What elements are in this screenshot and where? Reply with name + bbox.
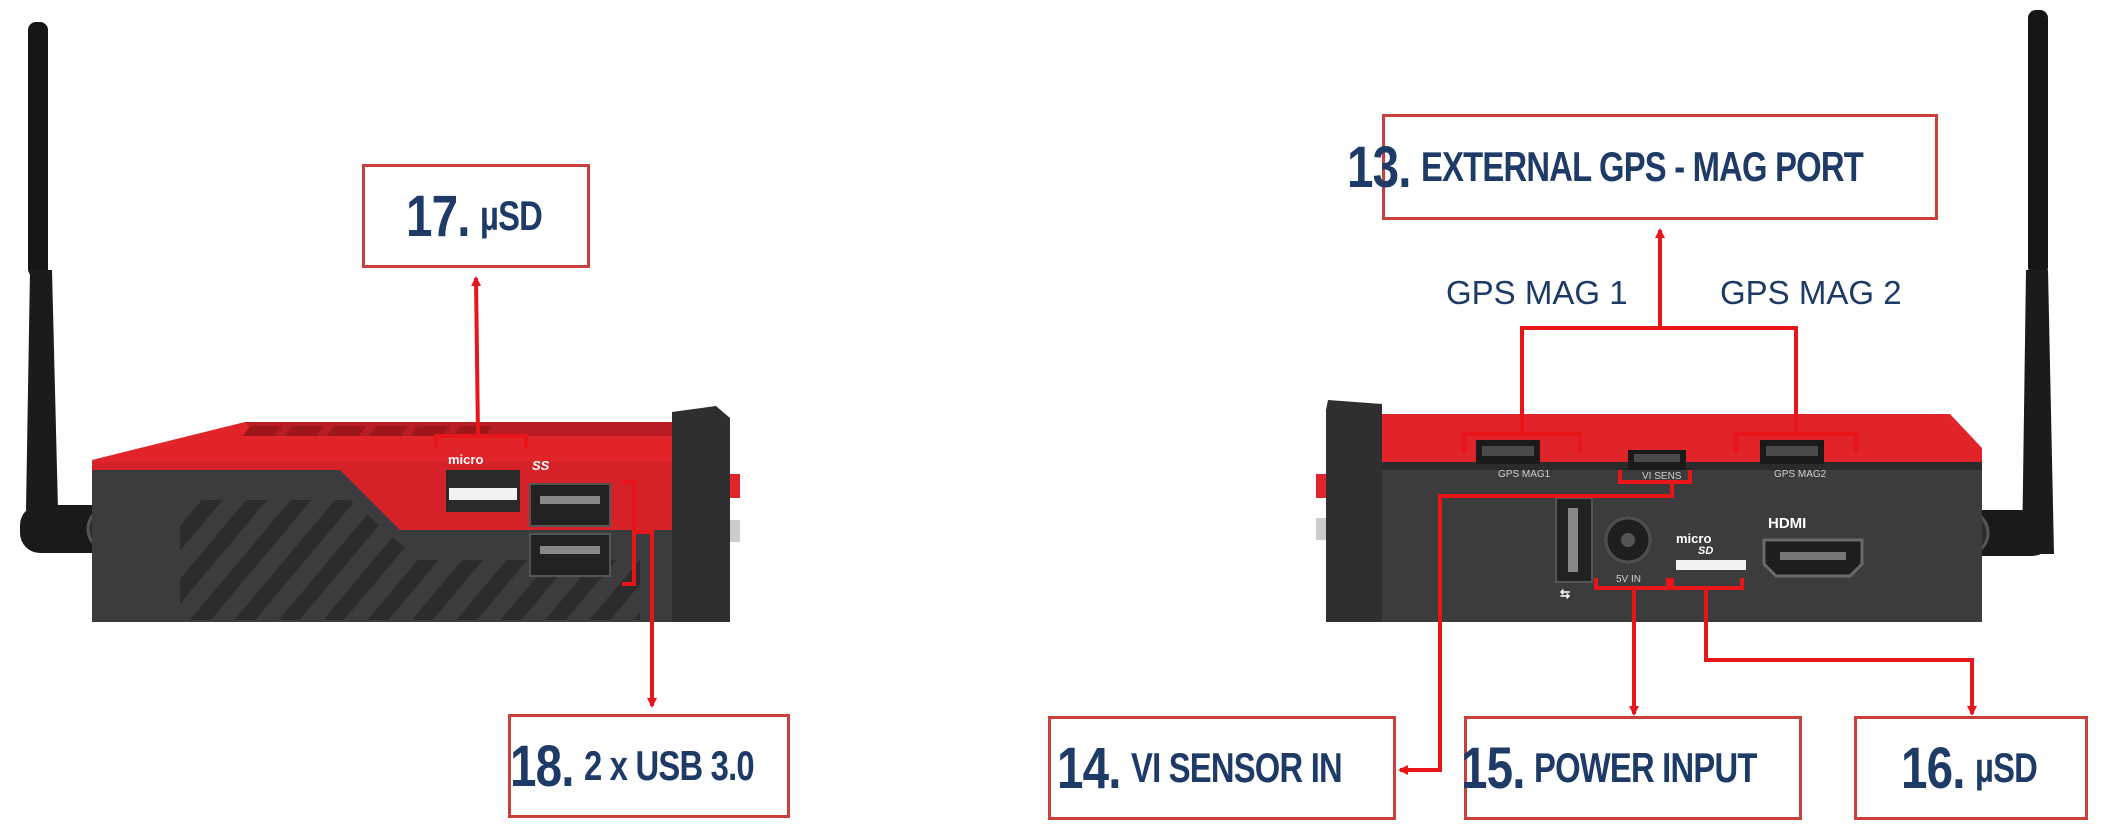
right-microsd-slot: micro SD [1676,531,1746,570]
callout-number: 17. [406,183,471,249]
callout-text: VI SENSOR IN [1130,744,1343,791]
callout-15-power-input: 15. POWER INPUT [1460,716,1802,820]
left-usb-ss-logo: SS [532,458,550,473]
svg-text:VI SENS: VI SENS [1642,471,1682,482]
callout-number: 15. [1460,735,1525,801]
callout-text: µSD [1975,744,2038,791]
gps-mag2-port: GPS MAG2 [1760,440,1827,480]
right-device: GPS MAG1 VI SENS GPS MAG2 ⇆ 5V IN micro … [1316,10,2054,622]
gps-mag-2-label: GPS MAG 2 [1720,274,1902,311]
gps-mag1-port: GPS MAG1 [1476,440,1551,480]
left-usb-port-lower [529,533,611,577]
svg-text:micro: micro [1676,531,1711,546]
callout-17-microsd-left: 17. µSD [362,164,590,268]
right-dark-body [1382,462,1982,622]
gps-mag-1-label: GPS MAG 1 [1446,274,1628,311]
left-usb-port-upper [529,483,611,527]
svg-text:GPS MAG2: GPS MAG2 [1774,469,1827,480]
left-device: micro SS [20,22,740,622]
right-endcap [1326,400,1382,622]
left-microsd-logo: micro [448,452,483,467]
callout-18-usb3: 18. 2 x USB 3.0 [508,714,790,818]
left-endcap [672,406,730,622]
callout-14-vi-sensor: 14. VI SENSOR IN [1048,716,1396,820]
svg-text:SD: SD [1698,545,1713,557]
callout-16-microsd-right: 16. µSD [1854,716,2088,820]
callout-number: 18. [510,733,574,799]
callout-number: 14. [1056,735,1121,801]
svg-text:HDMI: HDMI [1768,515,1806,532]
left-connectors [434,276,657,708]
callout-text: µSD [480,192,543,239]
svg-text:⇆: ⇆ [1560,587,1570,601]
callout-number: 13. [1346,134,1411,200]
right-connectors [1398,228,1977,775]
power-jack: 5V IN [1604,516,1652,585]
callout-text: 2 x USB 3.0 [583,742,755,789]
callout-number: 16. [1901,735,1966,801]
svg-text:GPS MAG1: GPS MAG1 [1498,469,1551,480]
svg-text:5V IN: 5V IN [1616,574,1641,585]
callout-text: POWER INPUT [1534,744,1757,791]
callout-text: EXTERNAL GPS - MAG PORT [1420,143,1864,190]
hdmi-port: HDMI [1762,515,1864,578]
vi-sens-port: VI SENS [1628,450,1686,482]
callout-13-gps-mag-port: 13. EXTERNAL GPS - MAG PORT [1347,114,1938,220]
